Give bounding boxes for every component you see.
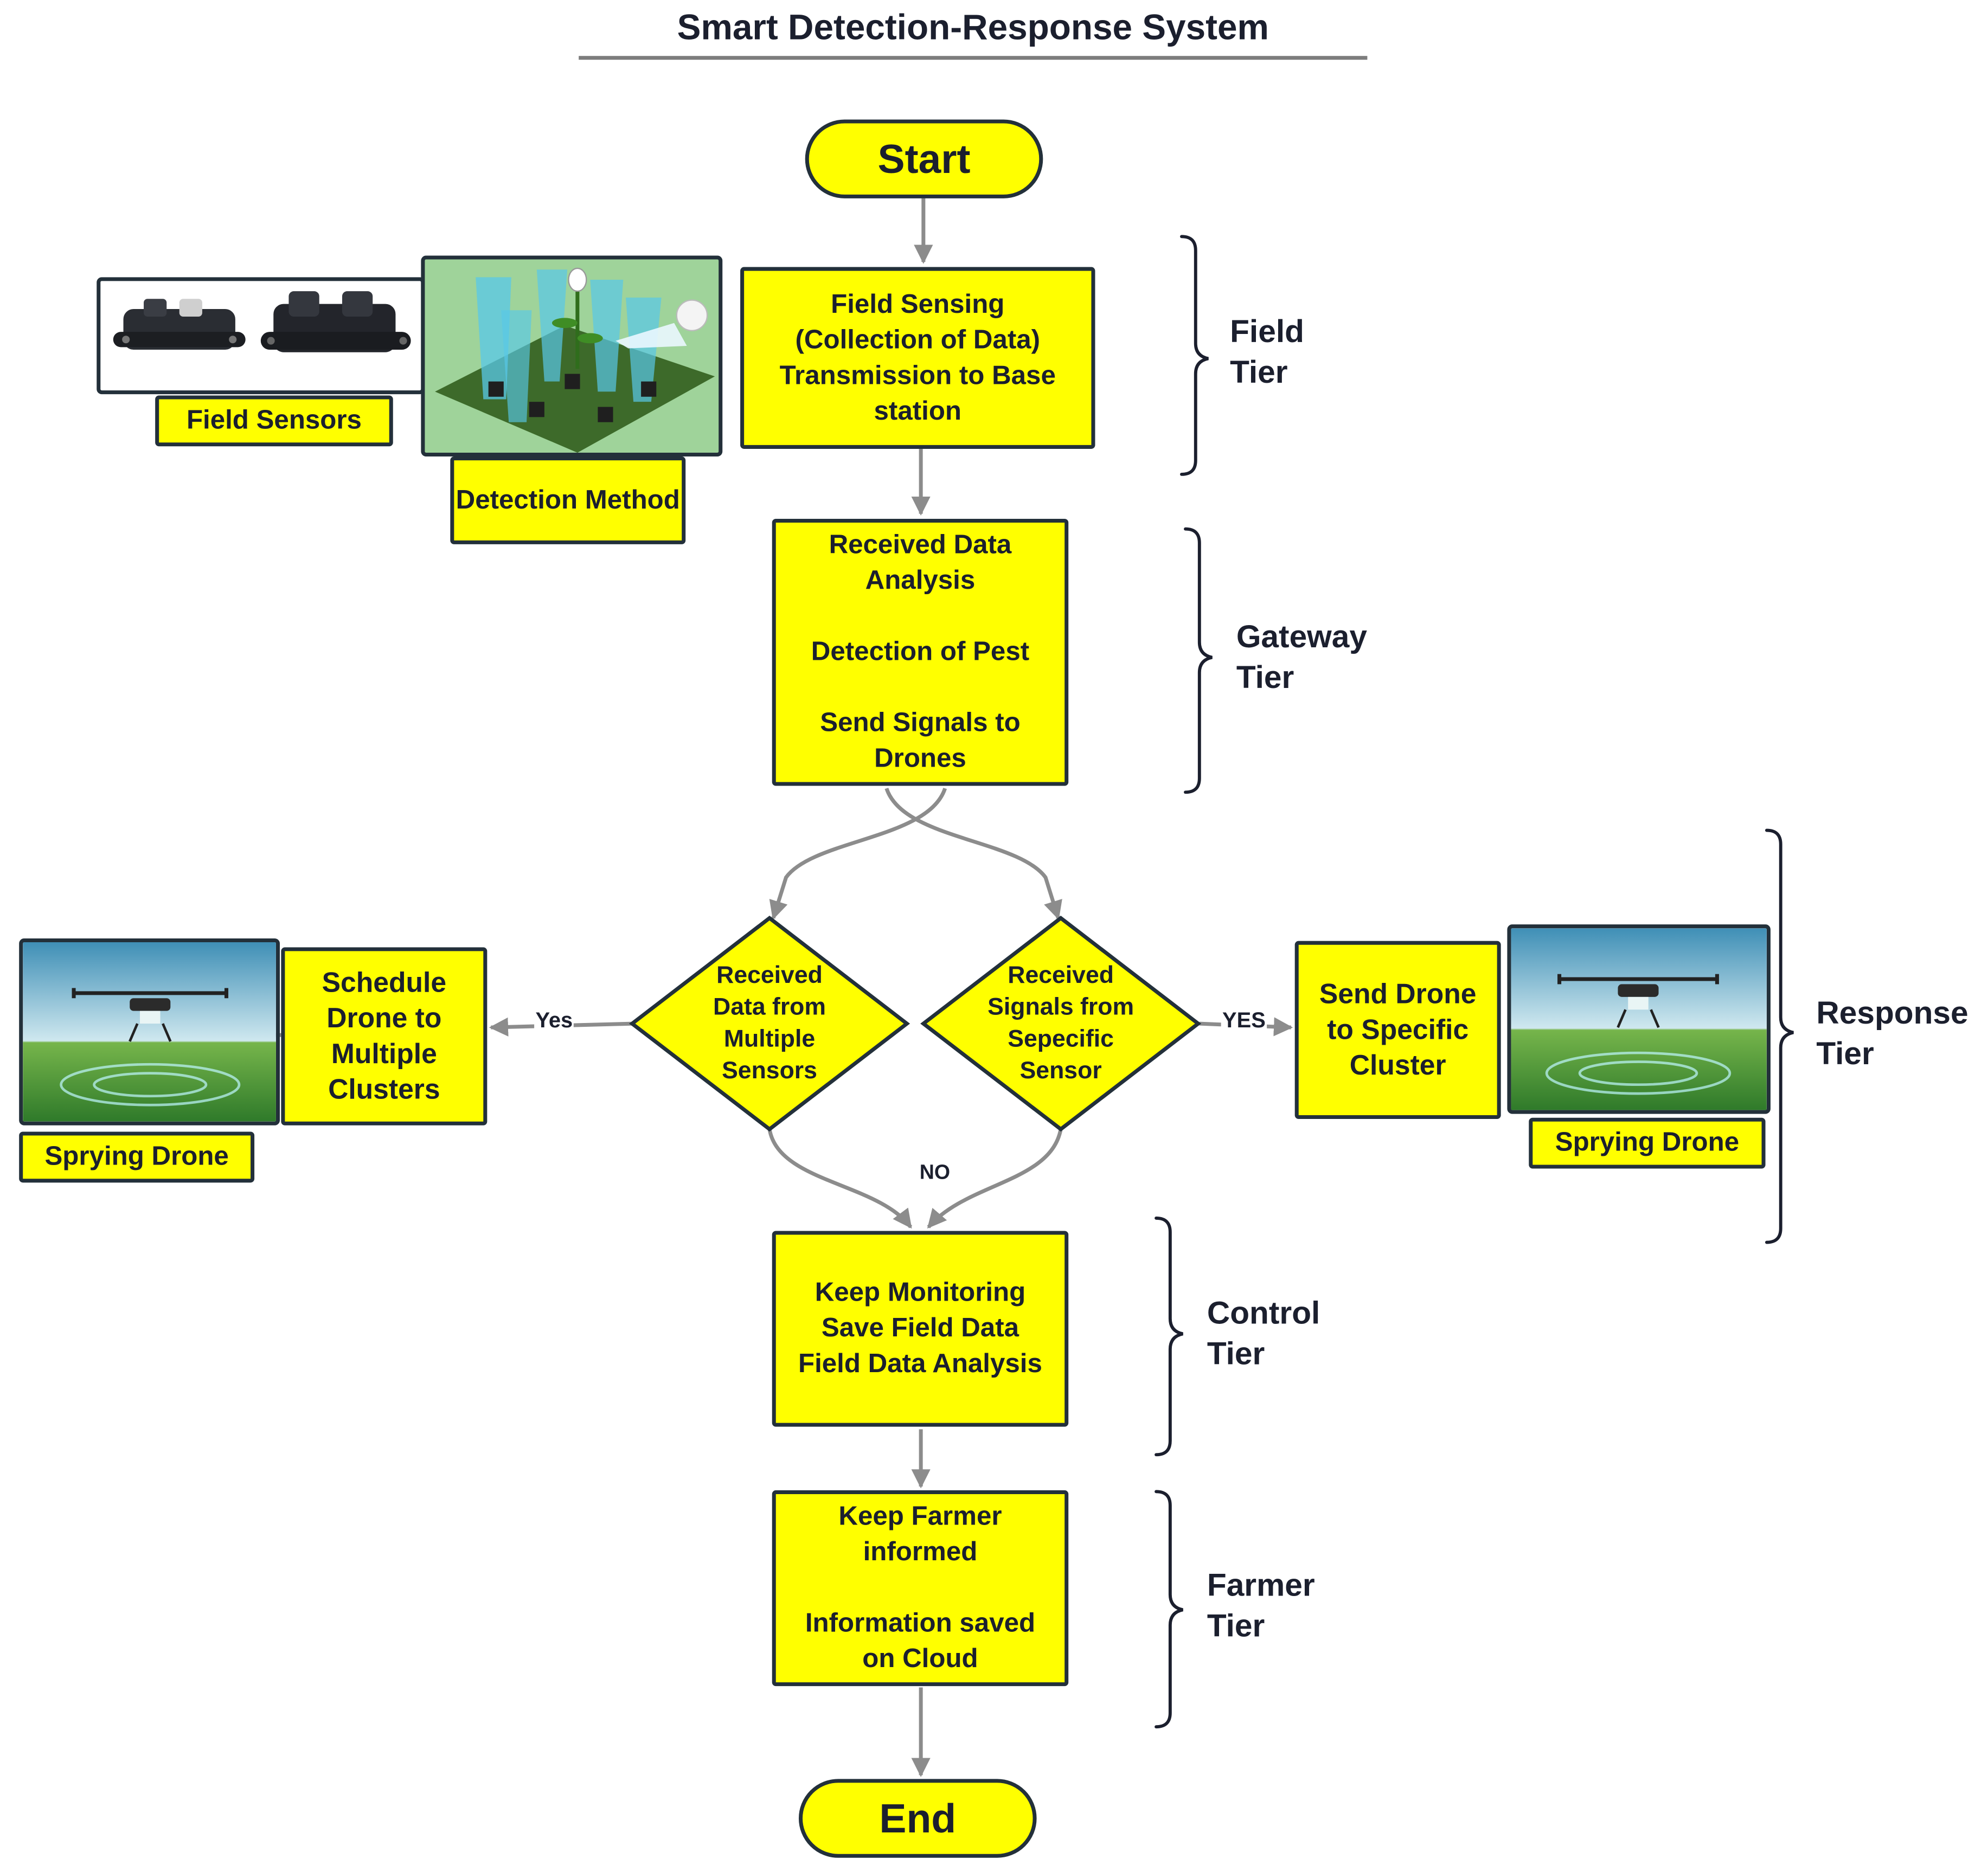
arrow-decision-specific-to-control xyxy=(927,1129,1063,1229)
decision-specific-line: Sepecific xyxy=(1008,1026,1114,1053)
tier-label-response: Response Tier xyxy=(1816,993,1968,1075)
send-step-line: to Specific xyxy=(1327,1013,1469,1046)
tier-label-line: Tier xyxy=(1207,1609,1265,1644)
tier-label-line: Field xyxy=(1230,314,1304,350)
detection-method-label: Detection Method xyxy=(450,456,686,544)
farmer-step-line: on Cloud xyxy=(862,1644,978,1674)
field-step-line: station xyxy=(874,396,962,426)
tier-label-line: Response xyxy=(1816,995,1968,1032)
gateway-step-line: Detection of Pest xyxy=(811,637,1030,667)
gateway-analysis-step: Received Data Analysis Detection of Pest… xyxy=(772,518,1069,786)
control-step-line: Save Field Data xyxy=(821,1313,1019,1343)
gateway-step-line: Send Signals to xyxy=(820,708,1021,738)
send-step-line: Cluster xyxy=(1349,1049,1446,1081)
schedule-step-line: Drone to xyxy=(326,1002,442,1034)
spraying-drone-label-right: Sprying Drone xyxy=(1529,1117,1766,1169)
schedule-step-line: Clusters xyxy=(328,1073,440,1105)
farmer-step-line: Keep Farmer xyxy=(838,1502,1002,1531)
decision-multi-text: Received Data from Multiple Sensors xyxy=(668,956,871,1091)
field-step-line: Field Sensing xyxy=(831,289,1005,319)
tier-label-line: Gateway xyxy=(1236,619,1368,655)
tier-brace-gateway xyxy=(1184,527,1213,794)
arrow-decision-multi-to-control xyxy=(767,1129,913,1229)
decision-multi-line: Multiple xyxy=(723,1026,816,1053)
tier-brace-response xyxy=(1765,828,1794,1244)
tier-label-line: Farmer xyxy=(1207,1568,1315,1604)
spraying-drone-label-left: Sprying Drone xyxy=(19,1131,255,1183)
tier-label-gateway: Gateway Tier xyxy=(1236,617,1367,698)
diagram-title: Smart Detection-Response System xyxy=(677,8,1269,47)
title-underline xyxy=(579,56,1368,60)
field-step-line: Transmission to Base xyxy=(779,360,1056,390)
edge-label-yes-right: YES xyxy=(1221,1008,1267,1034)
tier-label-line: Control xyxy=(1207,1296,1320,1331)
start-terminal: Start xyxy=(805,119,1043,198)
tier-label-line: Tier xyxy=(1230,355,1288,391)
schedule-drone-step: Schedule Drone to Multiple Clusters xyxy=(281,947,488,1125)
decision-multi-line: Sensors xyxy=(722,1058,817,1085)
edge-label-yes-left: Yes xyxy=(534,1008,574,1034)
gateway-step-line: Analysis xyxy=(865,565,976,595)
send-drone-step: Send Drone to Specific Cluster xyxy=(1294,941,1501,1120)
tier-brace-control xyxy=(1155,1217,1184,1457)
farmer-step-line: informed xyxy=(863,1537,978,1567)
control-step-line: Keep Monitoring xyxy=(815,1278,1026,1308)
field-step-line: (Collection of Data) xyxy=(795,325,1041,355)
spraying-drone-image-left xyxy=(19,938,280,1125)
end-terminal: End xyxy=(798,1779,1037,1858)
tier-brace-field xyxy=(1180,235,1209,476)
farmer-inform-step: Keep Farmer informed Information saved o… xyxy=(772,1490,1069,1687)
tier-brace-farmer xyxy=(1155,1490,1184,1729)
send-step-line: Send Drone xyxy=(1319,977,1477,1010)
tier-label-line: Tier xyxy=(1207,1336,1265,1372)
decision-multi-line: Data from xyxy=(713,994,826,1021)
tier-label-farmer: Farmer Tier xyxy=(1207,1565,1315,1646)
spraying-drone-image-right xyxy=(1507,924,1771,1114)
field-sensing-step: Field Sensing (Collection of Data) Trans… xyxy=(740,267,1095,449)
farmer-step-line: Information saved xyxy=(805,1609,1036,1638)
field-sensors-label: Field Sensors xyxy=(155,395,393,447)
decision-specific-line: Sensor xyxy=(1019,1058,1102,1085)
tier-label-control: Control Tier xyxy=(1207,1293,1320,1374)
tier-label-line: Tier xyxy=(1816,1036,1874,1072)
decision-diamond-specific xyxy=(920,916,1202,1132)
decision-multi-line: Received xyxy=(716,962,823,989)
edge-label-no: NO xyxy=(918,1162,952,1186)
decision-specific-line: Received xyxy=(1008,962,1114,989)
gateway-step-line: Received Data xyxy=(829,530,1012,560)
detection-method-image xyxy=(421,255,723,457)
decision-diamond-multi xyxy=(629,916,910,1132)
schedule-step-line: Schedule xyxy=(322,966,447,999)
decision-specific-text: Received Signals from Sepecific Sensor xyxy=(959,956,1163,1091)
control-step-line: Field Data Analysis xyxy=(798,1349,1042,1379)
arrow-gateway-to-decision-specific xyxy=(884,788,1062,920)
tier-label-line: Tier xyxy=(1236,660,1294,696)
control-monitoring-step: Keep Monitoring Save Field Data Field Da… xyxy=(772,1231,1069,1427)
tier-label-field: Field Tier xyxy=(1230,312,1304,393)
arrow-gateway-to-decision-multi xyxy=(769,788,947,920)
decision-specific-line: Signals from xyxy=(987,994,1134,1021)
schedule-step-line: Multiple xyxy=(331,1037,437,1070)
gateway-step-line: Drones xyxy=(874,744,966,774)
field-sensors-image xyxy=(97,277,425,395)
